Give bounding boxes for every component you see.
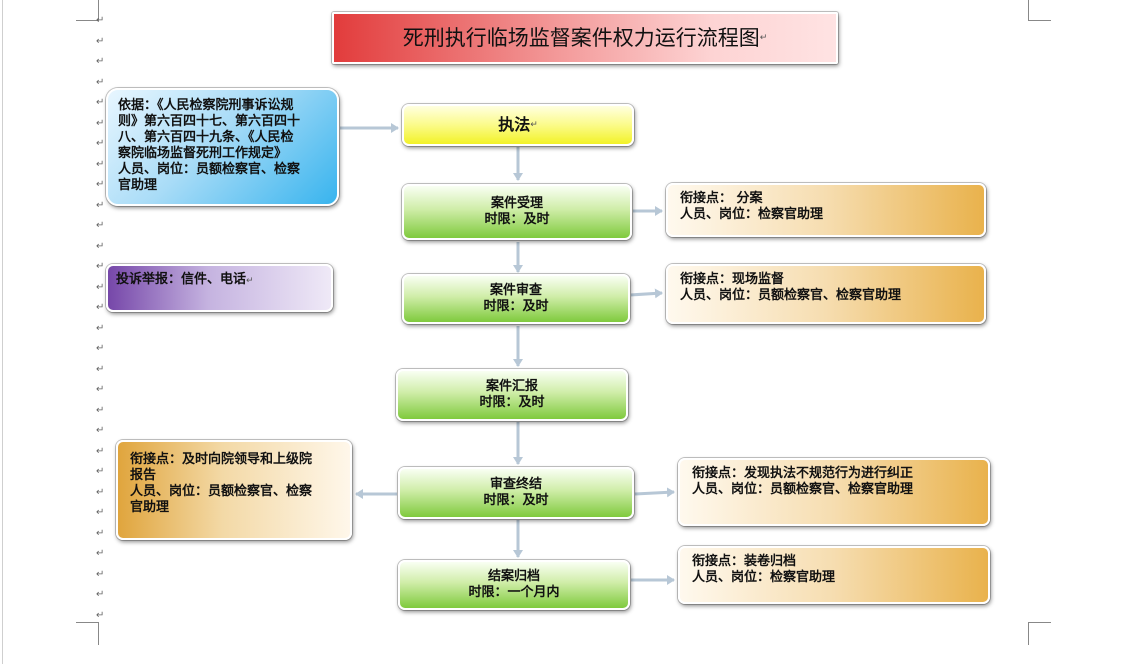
note-point: 衔接点：发现执法不规范行为进行纠正: [692, 466, 914, 481]
note-point: 衔接点：装卷归档: [692, 554, 797, 569]
left-note-line: 衔接点：及时向院领导和上级院: [130, 452, 313, 467]
paragraph-mark: ↵: [96, 76, 105, 88]
paragraph-mark: ↵: [96, 343, 105, 354]
paragraph-mark: ↵: [96, 568, 105, 580]
paragraph-mark: ↵: [96, 261, 105, 272]
paragraph-mark: ↵: [96, 589, 105, 600]
note-box-archive: 衔接点：装卷归档 人员、岗位：检察官助理: [678, 546, 990, 604]
step-node-review-conclusion: 审查终结 时限：及时: [398, 467, 634, 519]
note-point: 衔接点：现场监督: [680, 272, 785, 287]
paragraph-marks-column: ↵ ↵ ↵ ↵ ↵ ↵ ↵ ↵ ↵ ↵ ↵ ↵ ↵ ↵ ↵ ↵ ↵ ↵ ↵ ↵ ↵ ↵ ↵ ↵ ↵ ↵ ↵ ↵ ↵ ↵: [96, 15, 106, 621]
note-box-site-supervision: 衔接点：现场监督 人员、岗位：员额检察官、检察官助理: [666, 264, 986, 324]
crop-mark-top-left: [76, 0, 99, 21]
paragraph-mark: ↵: [96, 158, 105, 170]
paragraph-mark: ↵: [96, 609, 105, 621]
paragraph-mark: ↵: [96, 97, 105, 108]
paragraph-mark: ↵: [96, 548, 105, 559]
step-name: 案件审查: [489, 283, 542, 298]
paragraph-mark: ↵: [96, 138, 105, 149]
note-point: 衔接点： 分案: [680, 191, 763, 206]
paragraph-mark: ↵: [96, 179, 105, 190]
step-limit: 时限：一个月内: [468, 585, 560, 600]
arrow-step4-to-note3: [633, 487, 675, 498]
paragraph-mark: ↵: [96, 404, 105, 416]
paragraph-mark: ↵: [96, 363, 105, 375]
basis-line: 八、第六百四十九条、《人民检: [118, 130, 294, 145]
diagram-title-text: 死刑执行临场监督案件权力运行流程图: [402, 26, 760, 50]
start-node-text: 执法: [498, 115, 531, 134]
step-node-case-archive: 结案归档 时限：一个月内: [398, 560, 630, 610]
step-name: 结案归档: [487, 569, 540, 584]
paragraph-mark: ↵: [96, 302, 105, 313]
left-note-line: 报告: [130, 468, 157, 483]
note-staff: 人员、岗位：员额检察官、检察官助理: [680, 288, 902, 303]
note-staff: 人员、岗位：员额检察官、检察官助理: [692, 482, 914, 497]
basis-line: 则》第六百四十七、第六百四十: [118, 114, 301, 129]
paragraph-mark: ↵: [96, 507, 105, 518]
paragraph-mark: ↵: [96, 56, 105, 67]
paragraph-mark: ↵: [96, 281, 105, 293]
step-name: 案件汇报: [485, 379, 538, 394]
step-limit: 时限：及时: [483, 493, 549, 508]
crop-mark-top-right: [1028, 0, 1051, 21]
step-limit: 时限：及时: [483, 299, 549, 314]
basis-line: 官助理: [118, 178, 158, 193]
paragraph-mark: ↵: [96, 117, 105, 129]
note-staff: 人员、岗位：检察官助理: [692, 570, 836, 585]
step-name: 案件受理: [490, 196, 543, 211]
note-box-report-leadership: 衔接点：及时向院领导和上级院 报告 人员、岗位：员额检察官、检察 官助理: [116, 440, 352, 540]
basis-box: 依据：《人民检察院刑事诉讼规 则》第六百四十七、第六百四十 八、第六百四十九条、…: [106, 88, 339, 206]
note-box-correction: 衔接点：发现执法不规范行为进行纠正 人员、岗位：员额检察官、检察官助理: [678, 458, 990, 526]
step-limit: 时限：及时: [479, 395, 545, 410]
page-left-border: [2, 0, 3, 664]
basis-line: 依据：《人民检察院刑事诉讼规: [118, 98, 294, 113]
step-node-case-acceptance: 案件受理 时限：及时: [402, 184, 632, 240]
paragraph-mark: ↵: [96, 445, 105, 457]
paragraph-mark: ↵: [96, 425, 105, 436]
note-box-case-assignment: 衔接点： 分案 人员、岗位：检察官助理: [666, 183, 986, 237]
step-node-case-report: 案件汇报 时限：及时: [396, 369, 628, 421]
complaint-text: 投诉举报：信件、电话: [116, 272, 247, 287]
left-note-line: 官助理: [130, 500, 170, 515]
basis-line: 人员、岗位：员额检察官、检察: [118, 162, 301, 177]
start-node: 执法↵: [402, 104, 634, 146]
complaint-box: 投诉举报：信件、电话↵: [106, 264, 333, 312]
step-node-case-review: 案件审查 时限：及时: [402, 274, 630, 324]
paragraph-mark: ↵: [96, 220, 105, 231]
paragraph-mark: ↵: [96, 384, 105, 395]
step-limit: 时限：及时: [484, 212, 550, 227]
note-staff: 人员、岗位：检察官助理: [680, 207, 824, 222]
paragraph-mark: ↵: [96, 15, 105, 26]
crop-mark-bottom-right: [1028, 622, 1051, 645]
paragraph-mark: ↵: [96, 527, 105, 539]
paragraph-mark: ↵: [96, 240, 105, 252]
paragraph-mark: ↵: [96, 486, 105, 498]
paragraph-mark: ↵: [96, 466, 105, 477]
crop-mark-bottom-left: [76, 622, 99, 645]
arrow-step2-to-note2: [629, 288, 663, 299]
step-name: 审查终结: [489, 477, 542, 492]
paragraph-mark: ↵: [96, 199, 105, 211]
paragraph-mark: ↵: [96, 35, 105, 47]
basis-line: 察院临场监督死刑工作规定》: [118, 146, 288, 161]
left-note-line: 人员、岗位：员额检察官、检察: [130, 484, 313, 499]
paragraph-mark: ↵: [96, 322, 105, 334]
diagram-title: 死刑执行临场监督案件权力运行流程图↵: [332, 12, 838, 64]
